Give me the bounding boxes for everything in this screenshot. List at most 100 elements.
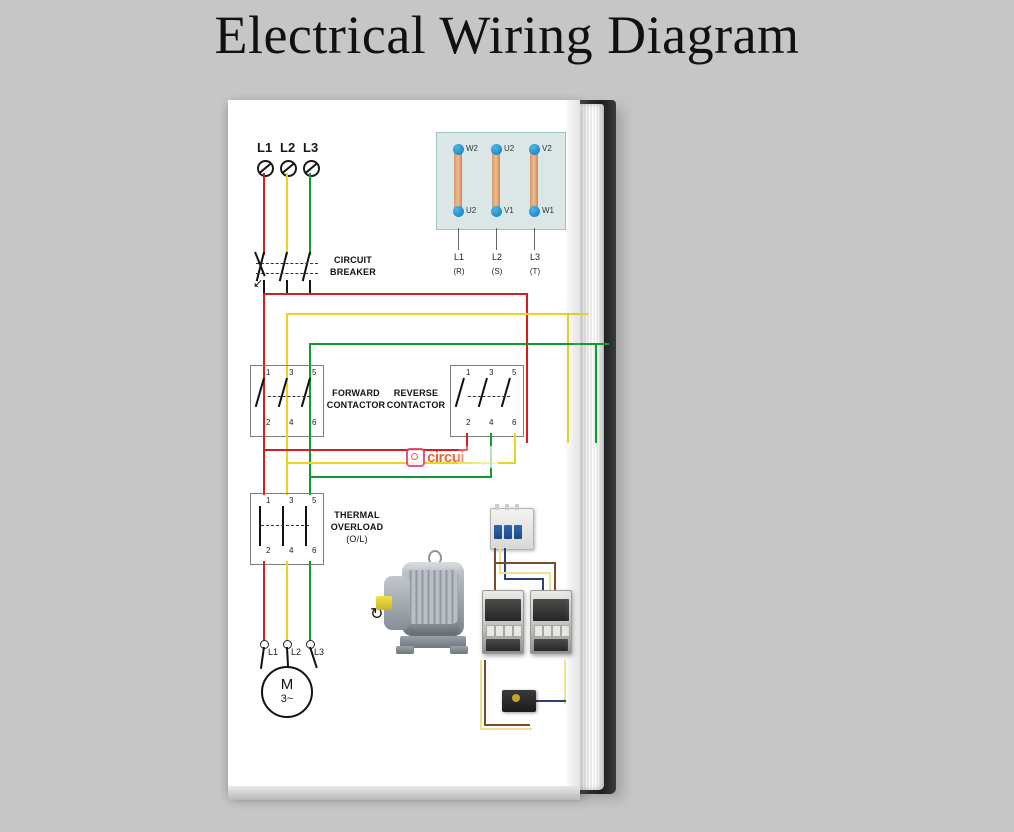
breaker-linkage-lower — [256, 273, 318, 274]
mcb-toggle-1[interactable] — [494, 525, 502, 539]
terminal-supply-label-l1: L1 — [453, 252, 464, 262]
breaker-handle-arrow: ↙ — [253, 276, 264, 290]
photo-wire-yellow-loop-bottom — [480, 728, 532, 730]
terminal-dot-u2-bottom — [453, 206, 464, 217]
wire-red-to-forward — [263, 293, 265, 483]
terminal-leg-l3 — [534, 228, 535, 250]
motor-terminal-label-l3: L3 — [314, 647, 325, 657]
terminal-supply-sublabel-t: (T) — [529, 267, 541, 276]
wire-red-down-right — [526, 293, 528, 443]
contactor-photo-left — [482, 590, 524, 654]
breaker-caption-line2: BREAKER — [330, 267, 376, 277]
mcb-terminal-2 — [505, 504, 509, 510]
breaker-linkage-upper — [256, 263, 318, 264]
contactor-left-terminal-3 — [504, 625, 513, 637]
photo-wire-brown-a — [494, 548, 496, 590]
photo-wire-blue-b — [542, 578, 544, 590]
forward-contactor-linkage — [268, 396, 310, 397]
wire-breaker-out-l2 — [286, 280, 288, 294]
motor-symbol-letter: M — [280, 676, 294, 693]
wire-green-fwd-out — [309, 433, 311, 495]
terminal-dot-w1 — [529, 206, 540, 217]
wire-l1-supply — [263, 173, 265, 255]
wire-yellow-cross-bus — [286, 462, 516, 464]
thermal-overload-leg-2 — [282, 506, 284, 546]
motor-phase-label: 3~ — [280, 693, 294, 705]
wire-yellow-fwd-out — [286, 433, 288, 495]
wire-red-cross-bus — [263, 449, 468, 451]
photo-wire-yellow-bus — [499, 572, 551, 574]
mcb-toggle-3[interactable] — [514, 525, 522, 539]
mcb-toggle-2[interactable] — [504, 525, 512, 539]
breaker-blade-l3 — [301, 251, 311, 282]
wire-red-fwd-out — [263, 433, 265, 495]
mcb-terminal-1 — [495, 504, 499, 510]
contactor-photo-right — [530, 590, 572, 654]
motor-foot-left — [396, 646, 414, 654]
terminal-link-bar-3 — [530, 146, 538, 212]
thermal-overload-terminal-4: 4 — [289, 546, 294, 555]
rotation-arrow-icon: ↻ — [370, 606, 384, 623]
terminal-label-top-2: U2 — [504, 144, 515, 153]
reverse-contactor-terminal-5: 5 — [512, 368, 517, 377]
contactor-right-terminal-1 — [534, 625, 543, 637]
contactor-right-terminal-4 — [561, 625, 570, 637]
watermark: circui — [406, 446, 498, 468]
contactor-left-terminal-2 — [495, 625, 504, 637]
wiring-diagram: L1 L2 L3 ↙ CIRCUIT BREAKER — [228, 100, 609, 794]
wire-yellow-bus — [286, 313, 588, 315]
thermal-overload-caption-line2: OVERLOAD — [330, 522, 384, 532]
terminal-supply-label-l2: L2 — [491, 252, 502, 262]
reverse-contactor-caption-line2: CONTACTOR — [386, 400, 446, 410]
thermal-overload-leg-3 — [305, 506, 307, 546]
reverse-contactor-terminal-1: 1 — [466, 368, 471, 377]
motor-symbol: M 3~ — [261, 666, 313, 718]
terminal-label-bottom-2: V1 — [504, 206, 514, 215]
contactor-right-terminal-3 — [552, 625, 561, 637]
wire-red-cross-drop — [466, 433, 468, 450]
book-front-cover: L1 L2 L3 ↙ CIRCUIT BREAKER — [228, 100, 609, 794]
terminal-label-top-3: V2 — [542, 144, 552, 153]
photo-wire-brown-loop-bottom — [484, 724, 530, 726]
contactor-right-terminal-2 — [543, 625, 552, 637]
wire-green-to-motor — [309, 561, 311, 641]
terminal-dot-v2 — [529, 144, 540, 155]
terminal-supply-label-l3: L3 — [529, 252, 540, 262]
photo-wire-yellow-b — [549, 572, 551, 590]
reverse-contactor-terminal-4: 4 — [489, 418, 494, 427]
three-phase-motor-photo: ↻ — [370, 548, 484, 668]
terminal-link-bar-2 — [492, 146, 500, 212]
overload-relay-adjust-knob[interactable] — [512, 694, 520, 702]
miniature-circuit-breaker-photo — [490, 504, 534, 550]
photo-wire-blue-bus — [504, 578, 544, 580]
motor-shaft — [376, 596, 392, 610]
forward-contactor-caption-line1: FORWARD — [332, 388, 380, 398]
reverse-contactor-terminal-2: 2 — [466, 418, 471, 427]
thermal-overload-linkage — [261, 525, 309, 526]
contactor-left-terminal-4 — [513, 625, 522, 637]
photo-wire-blue-loop — [530, 700, 566, 702]
supply-label-l1: L1 — [257, 140, 273, 155]
wire-red-to-motor — [263, 561, 265, 641]
thermal-overload-terminal-3: 3 — [289, 496, 294, 505]
forward-contactor-caption-line2: CONTACTOR — [326, 400, 386, 410]
reverse-contactor-linkage — [468, 396, 510, 397]
mcb-terminal-3 — [515, 504, 519, 510]
forward-contactor-terminal-1: 1 — [266, 368, 271, 377]
reverse-contactor-caption-line1: REVERSE — [393, 388, 439, 398]
forward-contactor-terminal-3: 3 — [289, 368, 294, 377]
watermark-text: circui — [427, 449, 465, 466]
thermal-overload-terminal-2: 2 — [266, 546, 271, 555]
reverse-contactor-terminal-3: 3 — [489, 368, 494, 377]
photo-wire-brown-b — [554, 562, 556, 590]
terminal-supply-sublabel-s: (S) — [491, 267, 503, 276]
motor-terminal-label-l2: L2 — [291, 647, 302, 657]
photo-wire-brown-loop-left — [484, 660, 486, 726]
book-mockup: L1 L2 L3 ↙ CIRCUIT BREAKER — [228, 100, 648, 800]
wire-yellow-to-motor — [286, 561, 288, 641]
contactor-left-base — [486, 639, 520, 651]
forward-contactor-terminal-5: 5 — [312, 368, 317, 377]
watermark-fade — [458, 446, 498, 468]
control-panel-photo-group — [474, 500, 580, 770]
page-title: Electrical Wiring Diagram — [214, 5, 800, 65]
